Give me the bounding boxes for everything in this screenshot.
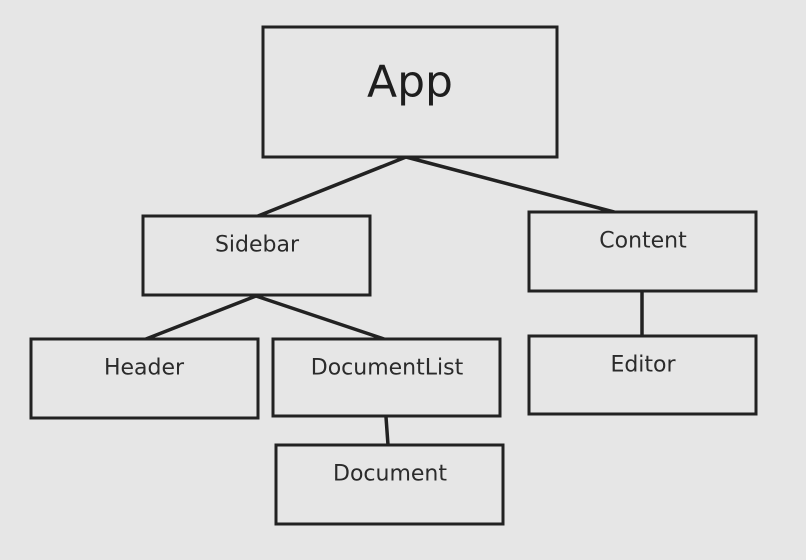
edge-sidebar-documentlist	[254, 294, 386, 341]
node-header: Header	[29, 337, 260, 420]
node-documentlist: DocumentList	[271, 337, 502, 418]
node-header-label: Header	[104, 356, 185, 381]
node-sidebar-box	[141, 214, 372, 297]
node-content: Content	[527, 210, 758, 293]
node-app-label: App	[367, 57, 453, 108]
node-header-box	[29, 337, 260, 420]
node-editor: Editor	[527, 334, 758, 416]
edge-documentlist-document	[384, 415, 390, 447]
edge-app-sidebar	[256, 155, 408, 218]
node-sidebar-label: Sidebar	[215, 233, 300, 258]
node-documentlist-label: DocumentList	[311, 356, 464, 381]
node-editor-label: Editor	[610, 353, 676, 378]
node-app-box	[261, 25, 559, 159]
node-content-label: Content	[599, 229, 687, 254]
edges	[144, 155, 644, 447]
node-app: App	[261, 25, 559, 159]
edge-sidebar-header	[144, 294, 258, 341]
node-document: Document	[274, 443, 505, 526]
node-documentlist-box	[271, 337, 502, 418]
node-document-label: Document	[333, 462, 447, 487]
node-editor-box	[527, 334, 758, 416]
edge-app-content	[404, 155, 616, 214]
node-content-box	[527, 210, 758, 293]
node-sidebar: Sidebar	[141, 214, 372, 297]
node-document-box	[274, 443, 505, 526]
